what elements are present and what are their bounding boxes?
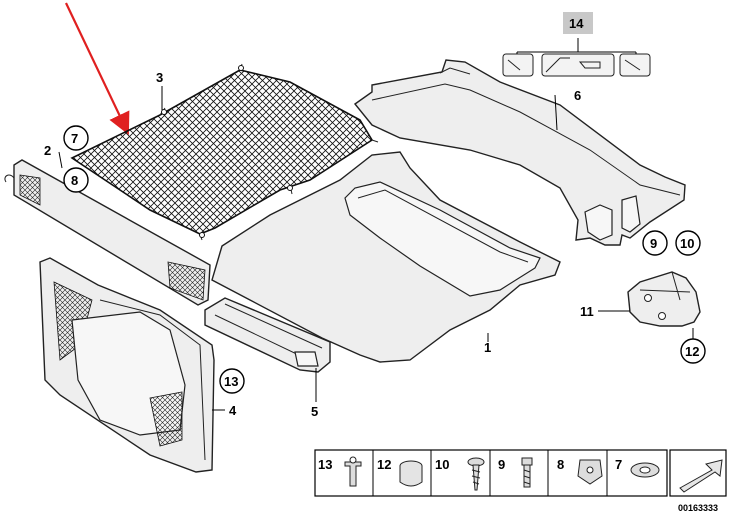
fastener-legend: 13 12 10 9 8 7 xyxy=(314,449,668,497)
callout-9: 9 xyxy=(650,236,657,251)
bolt-icon xyxy=(521,457,533,488)
part-1-floor-panel xyxy=(211,151,561,363)
reference-number: 00163333 xyxy=(678,503,718,513)
switch-icon-1 xyxy=(502,53,534,77)
plug-cap-icon xyxy=(399,460,423,487)
legend-num-12: 12 xyxy=(377,457,391,472)
legend-num-8: 8 xyxy=(557,457,564,472)
callout-5: 5 xyxy=(311,404,318,419)
callout-2: 2 xyxy=(44,143,51,158)
next-page-arrow-icon[interactable] xyxy=(669,449,727,497)
callout-10: 10 xyxy=(680,236,694,251)
legend-num-7: 7 xyxy=(615,457,622,472)
legend-num-10: 10 xyxy=(435,457,449,472)
screw-icon xyxy=(467,457,485,491)
callout-11: 11 xyxy=(580,304,594,319)
callout-14: 14 xyxy=(569,16,584,31)
part-4-side-trim-panel xyxy=(39,257,215,473)
callout-4: 4 xyxy=(229,403,237,418)
clip-nut-icon xyxy=(577,459,603,485)
callout-7: 7 xyxy=(71,131,78,146)
spring-clip-icon xyxy=(630,462,660,478)
legend-num-13: 13 xyxy=(318,457,332,472)
part-11-bracket xyxy=(627,271,701,327)
legend-num-9: 9 xyxy=(498,457,505,472)
callout-14-badge xyxy=(563,12,593,34)
switch-icon-3 xyxy=(619,53,651,77)
annotation-arrow xyxy=(65,2,130,135)
part-5-storage-tray xyxy=(204,297,331,373)
part-3-cargo-net xyxy=(70,63,379,241)
part-6-rear-shelf xyxy=(353,59,686,246)
callout-8: 8 xyxy=(71,173,78,188)
callout-13: 13 xyxy=(224,374,238,389)
part-2-side-rail xyxy=(4,159,211,306)
part-14-switch-icons xyxy=(502,38,651,77)
callout-3: 3 xyxy=(156,70,163,85)
switch-icon-2 xyxy=(541,53,615,77)
callout-12: 12 xyxy=(685,344,699,359)
callout-1: 1 xyxy=(484,340,491,355)
callout-6: 6 xyxy=(574,88,581,103)
push-rivet-icon xyxy=(344,456,362,487)
